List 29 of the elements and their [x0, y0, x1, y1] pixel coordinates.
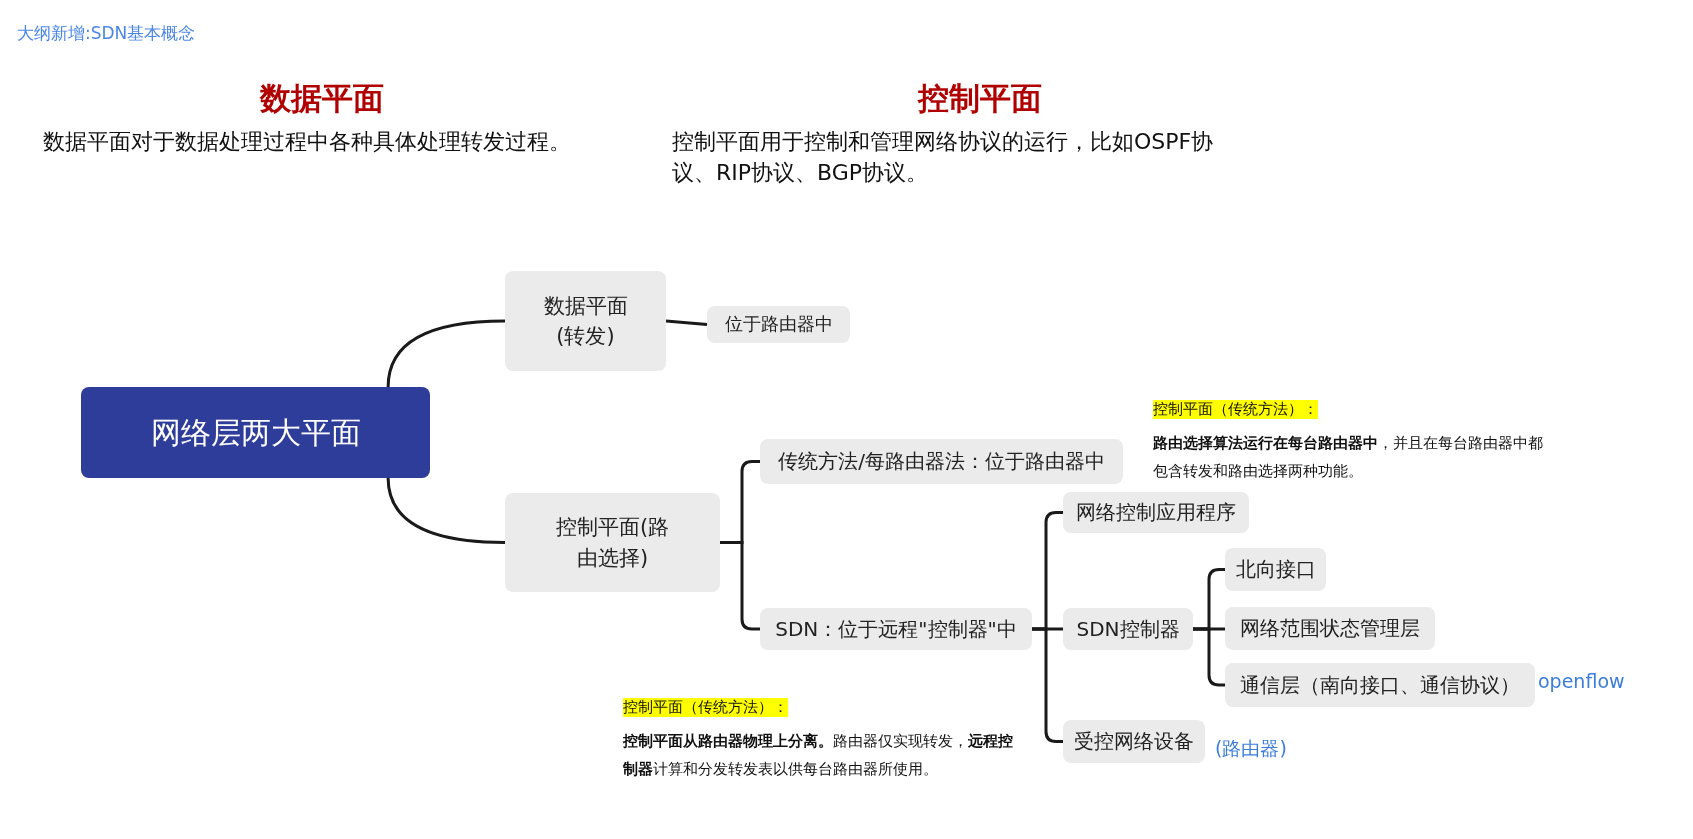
topic-box: 网络控制应用程序: [1063, 492, 1249, 533]
annotation-text: (路由器): [1215, 736, 1287, 761]
connector-line: [386, 477, 506, 544]
page-title: 大纲新增:SDN基本概念: [17, 22, 196, 45]
description-text: 数据平面对于数据处理过程中各种具体处理转发过程。: [43, 128, 572, 156]
connector-line: [720, 541, 760, 631]
connector-line: [1032, 627, 1063, 743]
description-text: 控制平面用于控制和管理网络协议的运行，比如OSPF协议、RIP协议、BGP协议。: [672, 128, 1215, 187]
topic-box: 北向接口: [1225, 548, 1326, 591]
topic-box: SDN控制器: [1063, 608, 1193, 650]
note-heading: 控制平面（传统方法）：: [1153, 400, 1318, 419]
topic-box: 受控网络设备: [1063, 720, 1205, 763]
section-heading: 数据平面: [258, 79, 385, 118]
topic-box: SDN：位于远程"控制器"中: [760, 608, 1032, 650]
note-text: 控制平面从路由器物理上分离。路由器仅实现转发，远程控制器计算和分发转发表以供每台路由器所使用。: [623, 731, 1014, 780]
connector-line: [1193, 627, 1225, 687]
topic-box: 数据平面(转发): [505, 271, 666, 371]
topic-box: 位于路由器中: [707, 306, 850, 343]
section-heading: 控制平面: [916, 79, 1043, 118]
connector-line: [386, 319, 506, 388]
topic-box: 通信层（南向接口、通信协议）: [1225, 663, 1535, 707]
topic-box: 网络范围状态管理层: [1225, 607, 1435, 650]
annotation-text: openflow: [1538, 670, 1625, 692]
connector-line: [665, 319, 708, 326]
note-text: 路由选择算法运行在每台路由器中，并且在每台路由器中都包含转发和路由选择两种功能。: [1153, 433, 1543, 482]
topic-box: 控制平面(路由选择): [505, 493, 720, 592]
root-topic-box: 网络层两大平面: [81, 387, 430, 478]
note-heading: 控制平面（传统方法）：: [623, 698, 788, 717]
topic-box: 传统方法/每路由器法：位于路由器中: [760, 439, 1123, 484]
